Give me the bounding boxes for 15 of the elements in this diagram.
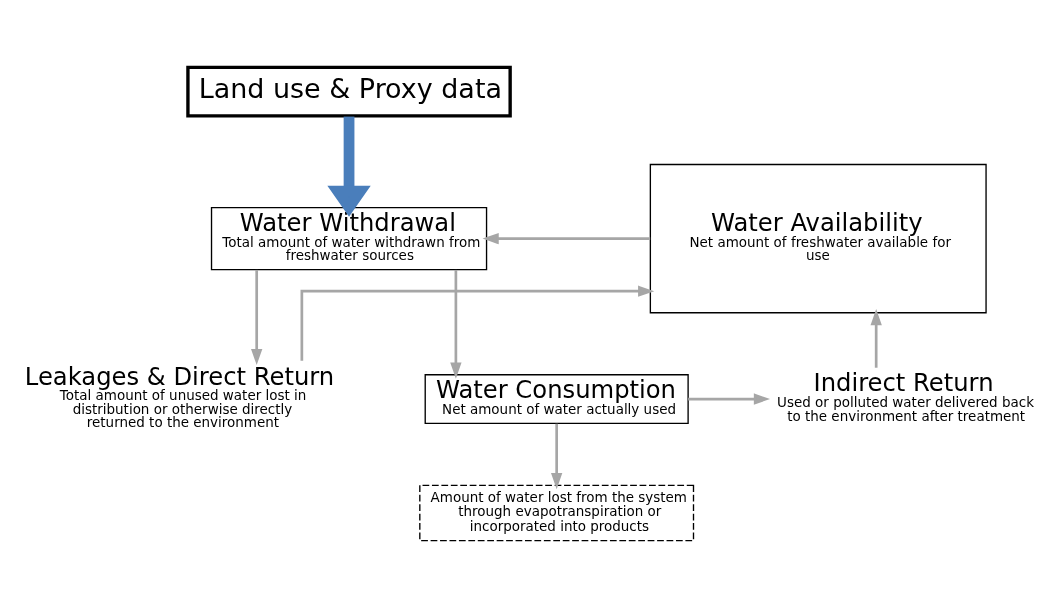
arrow <box>450 269 462 379</box>
arrow <box>870 308 882 368</box>
node-text: Leakages & Direct Return Total amount of unused water lost in distribution or otherwise directly returned to the environment <box>24 361 335 431</box>
node-box: Water Consumption Net amount of water actually used <box>424 374 689 424</box>
arrow <box>688 393 771 405</box>
arrow <box>300 285 655 361</box>
arrow <box>251 269 263 366</box>
arrow <box>551 423 563 490</box>
node-box: Land use & Proxy data <box>186 65 512 118</box>
arrow <box>482 232 651 245</box>
node-box: Amount of water lost from the system through evapotranspiration or incorporated into products <box>419 484 695 542</box>
node-box: Water Availability Net amount of freshwater available for use <box>649 163 987 314</box>
node-box: Water Withdrawal Total amount of water withdrawn from freshwater sources <box>210 206 488 271</box>
node-text: Indirect Return Used or polluted water delivered back to the environment after treatment <box>777 368 1034 424</box>
arrow <box>327 116 371 217</box>
